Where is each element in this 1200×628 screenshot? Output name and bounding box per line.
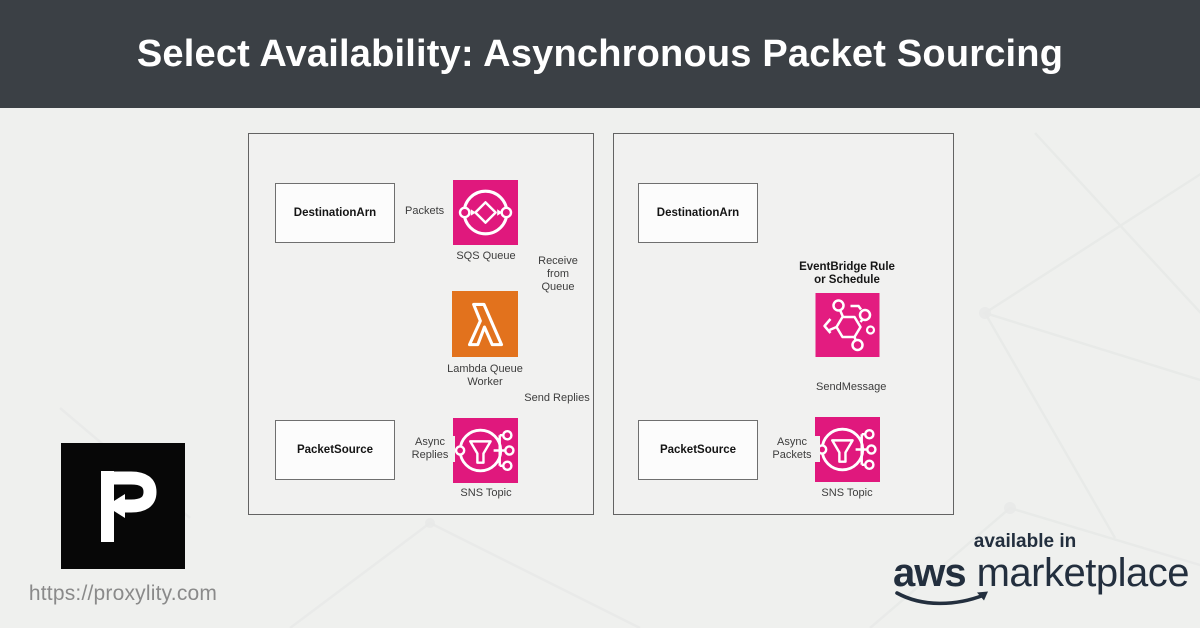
packet-source-box-right: PacketSource [638, 420, 758, 480]
destination-arn-box-right: DestinationArn [638, 183, 758, 243]
lambda-caption: Lambda Queue Worker [447, 363, 523, 388]
destination-arn-label: DestinationArn [656, 207, 740, 219]
sns-topic-icon-right [815, 417, 880, 482]
destination-arn-label: DestinationArn [293, 207, 377, 219]
sqs-caption: SQS Queue [456, 250, 516, 262]
lambda-icon [452, 291, 518, 357]
proxylity-url: https://proxylity.com [28, 582, 218, 605]
edge-label-receive-from-queue: Receive from Queue [524, 255, 592, 294]
marketplace-wordmark: marketplace [976, 551, 1190, 595]
edge-label-packets: Packets [403, 205, 447, 218]
marketplace-available-in: available in [973, 531, 1077, 552]
aws-smile-arrow-icon [895, 591, 988, 606]
sns-caption-left: SNS Topic [460, 487, 512, 499]
eventbridge-caption: EventBridge Rule or Schedule [799, 261, 895, 286]
sqs-queue-icon [453, 180, 518, 245]
packet-source-label: PacketSource [659, 444, 737, 456]
proxylity-p-logo [61, 443, 185, 569]
page-title: Select Availability: Asynchronous Packet… [136, 32, 1064, 75]
destination-arn-box-left: DestinationArn [275, 183, 395, 243]
edge-label-async-packets: Async Packets [764, 436, 820, 462]
aws-wordmark: aws [893, 551, 967, 595]
header-banner: Select Availability: Asynchronous Packet… [0, 0, 1200, 108]
edge-label-sendmessage: SendMessage [814, 381, 887, 394]
packet-source-box-left: PacketSource [275, 420, 395, 480]
edge-label-async-replies: Async Replies [405, 436, 455, 462]
eventbridge-icon [815, 293, 880, 357]
sns-topic-icon-left [453, 418, 518, 483]
aws-marketplace-lockup: aws marketplace [893, 551, 1193, 596]
edge-label-send-replies: Send Replies [522, 392, 592, 405]
sns-caption-right: SNS Topic [821, 487, 873, 499]
packet-source-label: PacketSource [296, 444, 374, 456]
